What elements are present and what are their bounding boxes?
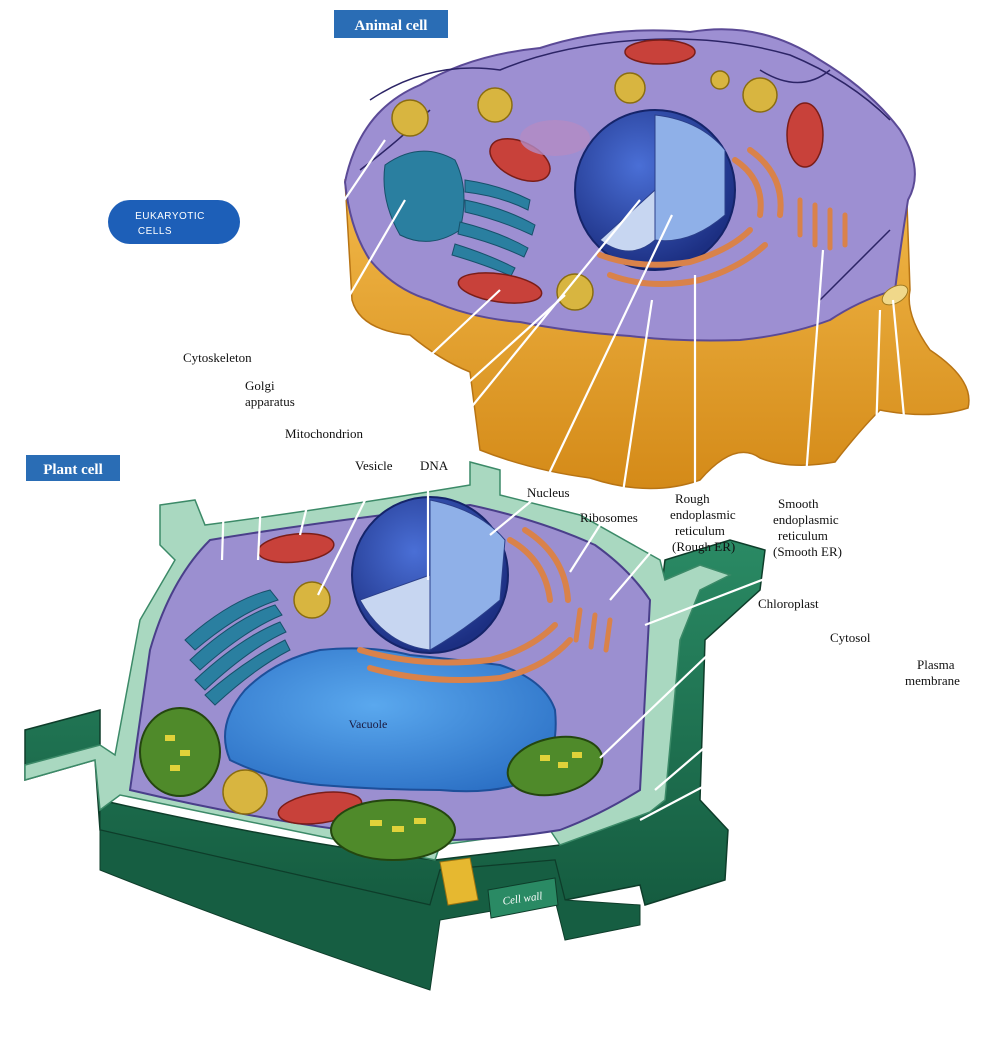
rough-er-label-3: reticulum — [675, 523, 725, 538]
chloroplast-label: Chloroplast — [758, 596, 819, 611]
animal-cell-title: Animal cell — [355, 18, 428, 34]
rough-er-label-4: (Rough ER) — [672, 539, 735, 554]
cytosol-label: Cytosol — [830, 630, 871, 645]
plant-cell: Vacuole — [25, 455, 765, 990]
smooth-er-label-4: (Smooth ER) — [773, 544, 842, 559]
eukaryotic-line2: CELLS — [138, 226, 172, 237]
smooth-er-label-1: Smooth — [778, 496, 819, 511]
plant-cell-title: Plant cell — [43, 462, 103, 478]
plasma-membrane-label-1: Plasma — [917, 657, 955, 672]
rough-er-label-2: endoplasmic — [670, 507, 736, 522]
rough-er-label-1: Rough — [675, 491, 710, 506]
mitochondrion-label: Mitochondrion — [285, 426, 363, 441]
vesicle-label: Vesicle — [355, 458, 393, 473]
plant-nucleus — [352, 497, 508, 653]
golgi-label-line2: apparatus — [245, 394, 295, 409]
vacuole-label: Vacuole — [349, 717, 388, 731]
animal-nucleus — [575, 110, 735, 270]
plant-vacuole — [225, 648, 556, 791]
eukaryotic-cells-badge: EUKARYOTIC CELLS — [108, 200, 240, 244]
cytoskeleton-label: Cytoskeleton — [183, 350, 252, 365]
eukaryotic-line1: EUKARYOTIC — [135, 211, 205, 222]
plasma-membrane-label-2: membrane — [905, 673, 960, 688]
dna-label: DNA — [420, 458, 449, 473]
smooth-er-label-2: endoplasmic — [773, 512, 839, 527]
ribosomes-label: Ribosomes — [580, 510, 638, 525]
golgi-label-line1: Golgi — [245, 378, 275, 393]
nucleus-label: Nucleus — [527, 485, 570, 500]
smooth-er-label-3: reticulum — [778, 528, 828, 543]
